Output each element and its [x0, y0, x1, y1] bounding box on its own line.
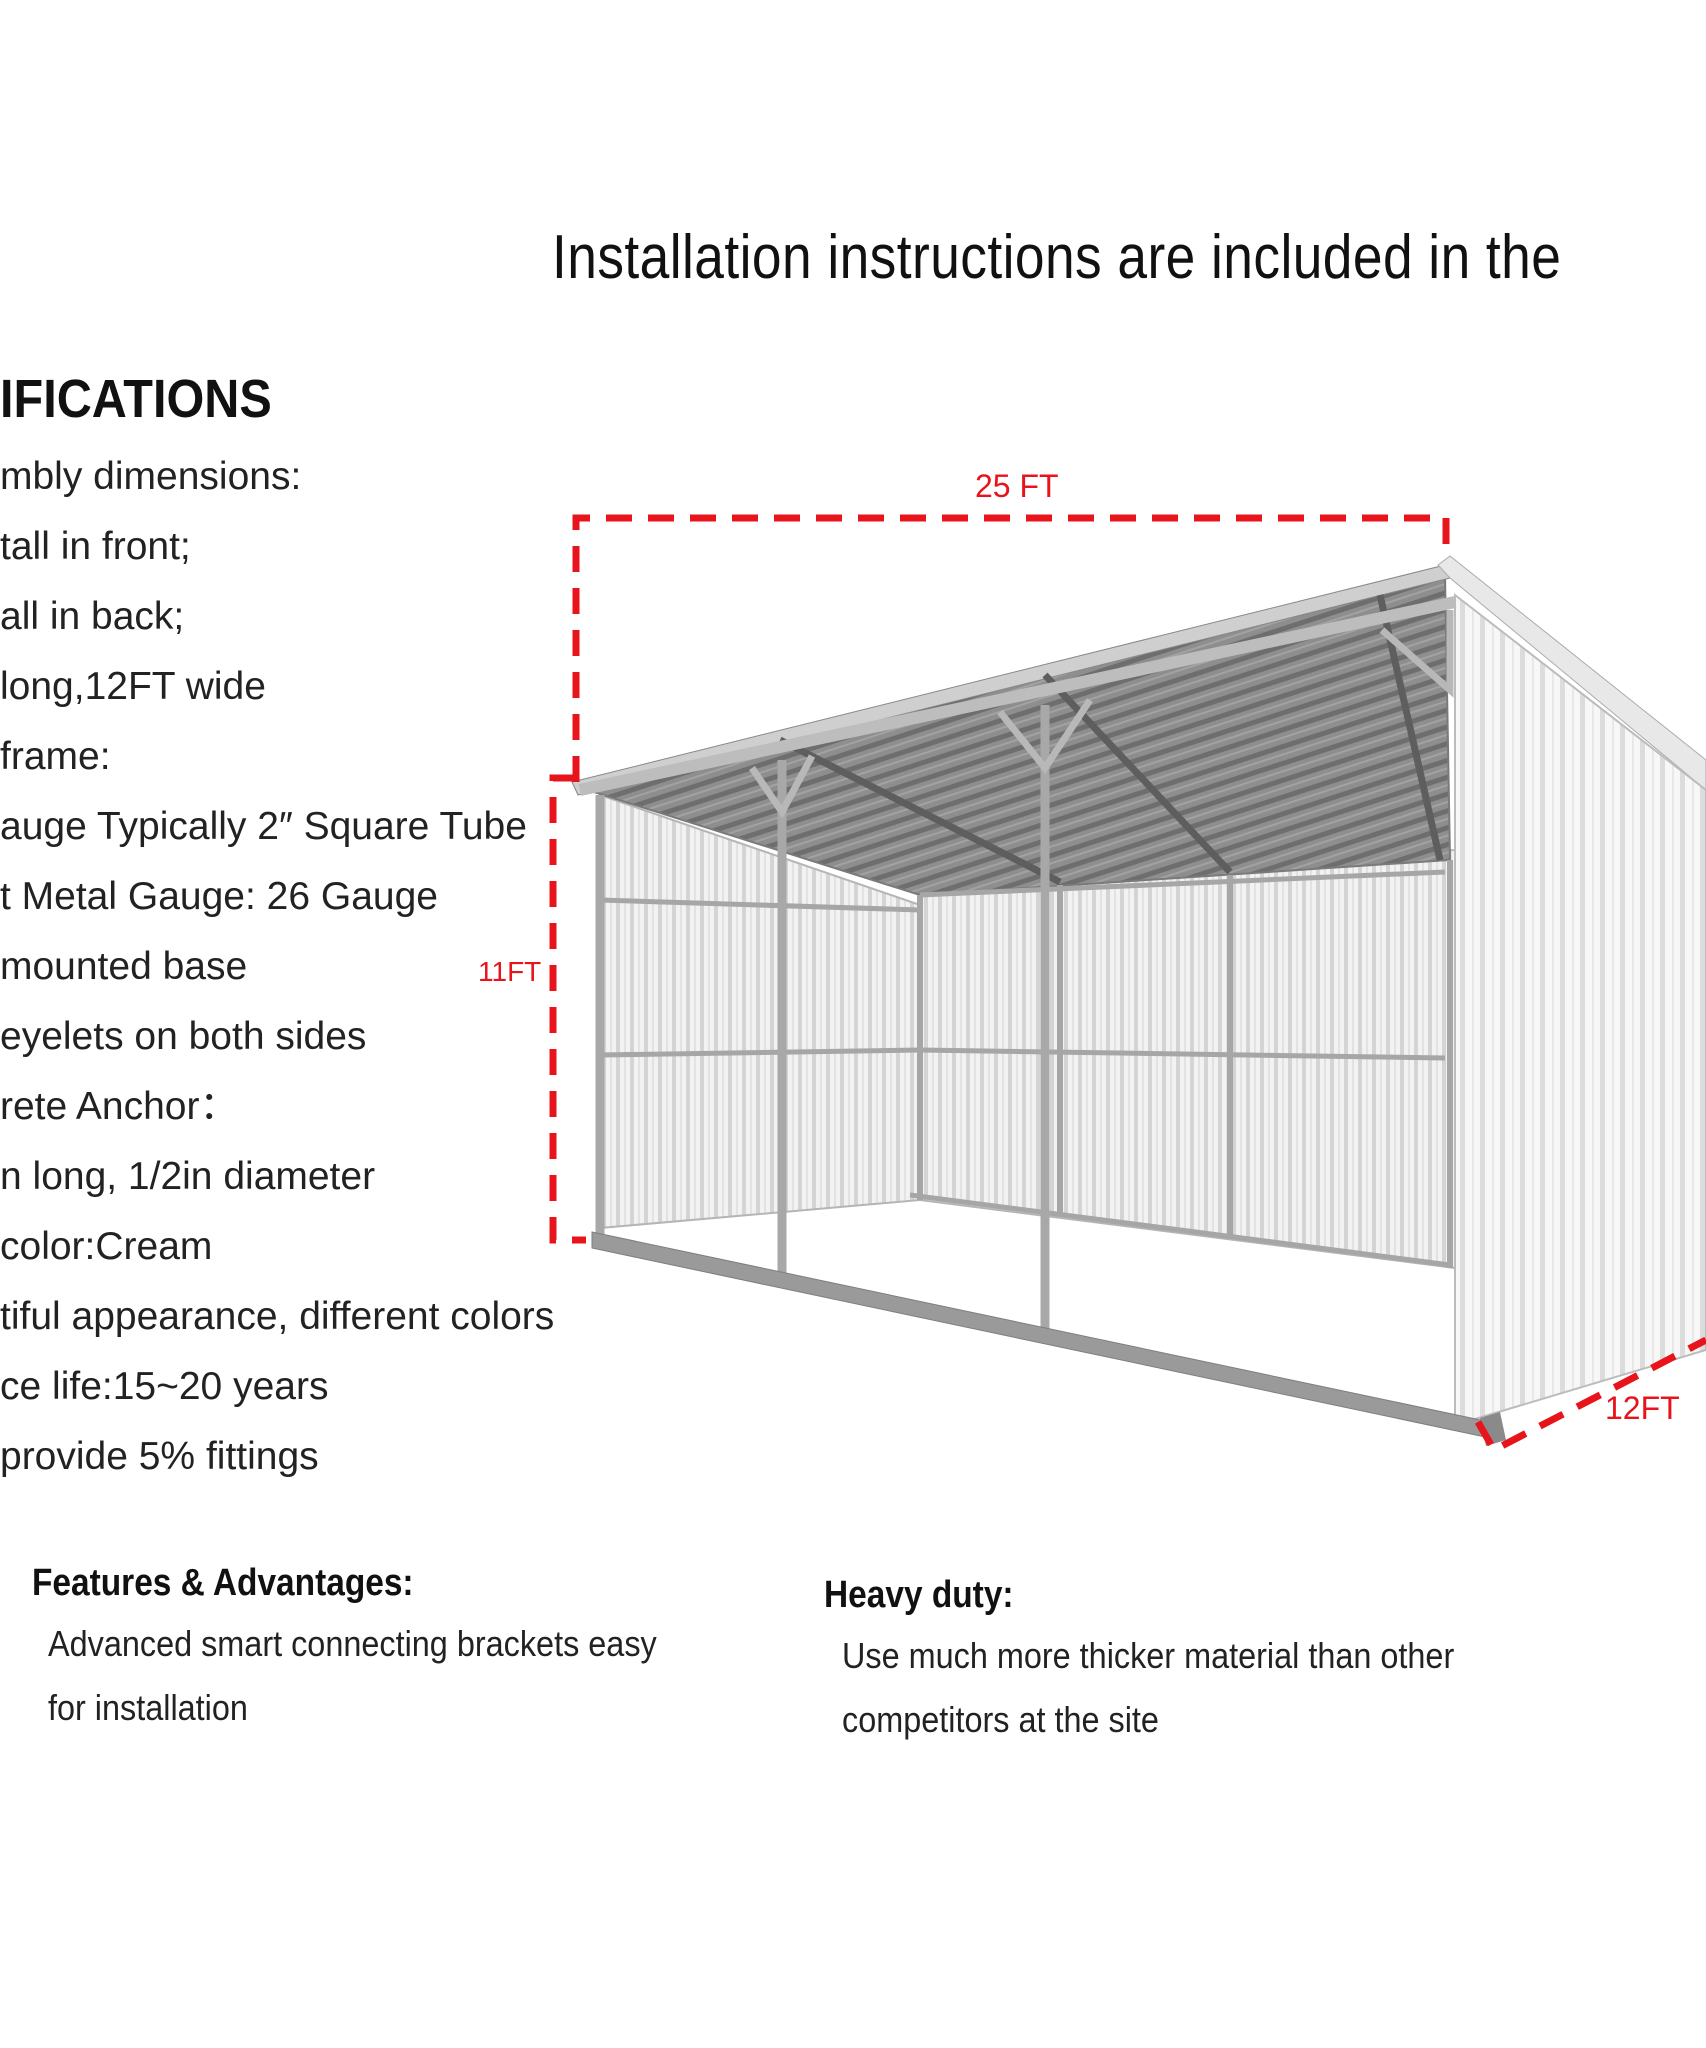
- rail: [599, 897, 921, 913]
- rail: [919, 869, 1446, 898]
- features-title: Features & Advantages:: [32, 1562, 414, 1604]
- spec-item: tall in front;: [0, 525, 191, 568]
- specifications-list: mbly dimensions: tall in front; all in b…: [0, 448, 554, 1498]
- spec-item: frame:: [0, 735, 111, 778]
- roof-top-edge: [1437, 555, 1706, 791]
- spec-item: provide 5% fittings: [0, 1435, 319, 1478]
- knee-brace: [997, 698, 1093, 774]
- spec-item: color:Cream: [0, 1225, 213, 1268]
- rail: [909, 1192, 1451, 1268]
- right-side-wall: [1454, 592, 1706, 1427]
- heavy-duty-text: Use much more thicker material than othe…: [842, 1624, 1454, 1752]
- spec-item: mbly dimensions:: [0, 455, 302, 498]
- headline: Installation instructions are included i…: [552, 223, 1562, 292]
- heavy-duty-line: Use much more thicker material than othe…: [842, 1635, 1455, 1676]
- rafter: [778, 736, 1062, 886]
- height-dimension-label: 11FT: [478, 956, 542, 987]
- features-text: Advanced smart connecting brackets easy …: [48, 1612, 657, 1740]
- spec-item: t Metal Gauge: 26 Gauge: [0, 875, 438, 918]
- spec-item: long,12FT wide: [0, 665, 266, 708]
- specifications-title: IFICATIONS: [0, 369, 272, 429]
- height-dimension-line: [549, 774, 586, 1244]
- knee-brace: [749, 754, 816, 819]
- rafter: [1042, 672, 1233, 875]
- length-dimension-line: [572, 514, 1450, 782]
- spec-item: ce life:15~20 years: [0, 1365, 329, 1408]
- front-beam: [578, 596, 1457, 796]
- spec-item: rete Anchor：: [0, 1085, 239, 1128]
- heavy-duty-line: competitors at the site: [842, 1699, 1159, 1740]
- spec-item: eyelets on both sides: [0, 1015, 367, 1058]
- spec-item: tiful appearance, different colors: [0, 1295, 555, 1338]
- rail: [599, 1047, 921, 1058]
- heavy-duty-title: Heavy duty:: [824, 1574, 1014, 1616]
- spec-item: n long, 1/2in diameter: [0, 1155, 376, 1198]
- spec-item: auge Typically 2″ Square Tube: [0, 805, 527, 848]
- features-line: for installation: [48, 1687, 248, 1728]
- length-dimension-label: 25 FT: [975, 468, 1059, 504]
- spec-item: mounted base: [0, 945, 248, 988]
- features-line: Advanced smart connecting brackets easy: [48, 1623, 657, 1664]
- rail: [919, 1047, 1446, 1061]
- knee-brace: [1379, 610, 1454, 698]
- width-dimension-line: [1474, 1336, 1706, 1455]
- width-dimension-label: 12FT: [1605, 1390, 1680, 1426]
- spec-item: all in back;: [0, 595, 185, 638]
